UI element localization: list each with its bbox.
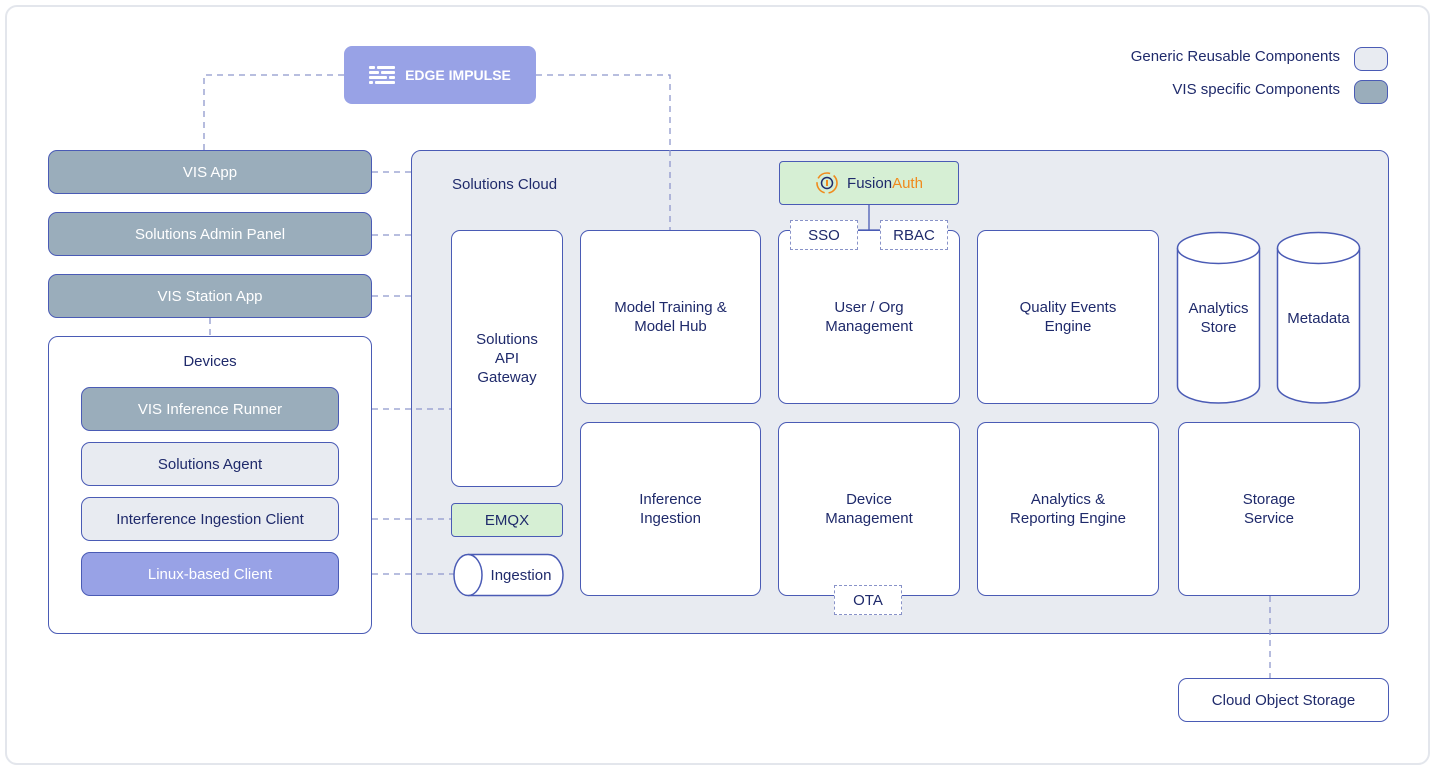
emqx-box: EMQX xyxy=(451,503,563,537)
rbac-box: RBAC xyxy=(880,220,948,250)
ota-box: OTA xyxy=(834,585,902,615)
legend-generic-label: Generic Reusable Components xyxy=(1130,48,1340,65)
fusionauth-logo-icon xyxy=(816,172,838,194)
quality-events-engine-box: Quality Events Engine xyxy=(977,230,1159,404)
metadata-label: Metadata xyxy=(1287,309,1350,327)
fusionauth-box: FusionAuth xyxy=(779,161,959,205)
legend-specific-label: VIS specific Components xyxy=(1172,81,1340,98)
solutions-cloud-title: Solutions Cloud xyxy=(452,176,558,193)
solutions-admin-panel-box: Solutions Admin Panel xyxy=(48,212,372,256)
device-management-box: Device Management xyxy=(778,422,960,596)
inference-ingestion-box: Inference Ingestion xyxy=(580,422,761,596)
solutions-api-gateway-box: Solutions API Gateway xyxy=(451,230,563,487)
model-training-box: Model Training & Model Hub xyxy=(580,230,761,404)
legend-generic-swatch xyxy=(1354,47,1388,71)
interference-ingestion-client-box: Interference Ingestion Client xyxy=(81,497,339,541)
user-org-management-box: User / Org Management xyxy=(778,230,960,404)
vis-inference-runner-box: VIS Inference Runner xyxy=(81,387,339,431)
analytics-store-cylinder xyxy=(1176,231,1261,404)
connector-edge-to-modeltraining xyxy=(536,74,671,230)
solutions-agent-box: Solutions Agent xyxy=(81,442,339,486)
edge-impulse-label: EDGE IMPULSE xyxy=(405,67,511,83)
analytics-store-label: Analytics Store xyxy=(1188,300,1249,336)
edge-impulse-box: EDGE IMPULSE xyxy=(344,46,536,104)
linux-based-client-box: Linux-based Client xyxy=(81,552,339,596)
storage-service-box: Storage Service xyxy=(1178,422,1360,596)
sso-box: SSO xyxy=(790,220,858,250)
vis-app-box: VIS App xyxy=(48,150,372,194)
ingestion-label: Ingestion xyxy=(490,566,552,584)
vis-station-app-box: VIS Station App xyxy=(48,274,372,318)
devices-title: Devices xyxy=(183,353,237,370)
cloud-object-storage-box: Cloud Object Storage xyxy=(1178,678,1389,722)
fusionauth-label-part1: Fusion xyxy=(847,174,893,192)
edge-impulse-logo-icon xyxy=(369,66,396,84)
analytics-reporting-engine-box: Analytics & Reporting Engine xyxy=(977,422,1159,596)
fusionauth-label-part2: Auth xyxy=(892,174,923,192)
metadata-cylinder xyxy=(1276,231,1361,404)
connector-edge-to-visapp xyxy=(203,74,344,150)
ingestion-cylinder xyxy=(453,553,564,597)
legend-specific-swatch xyxy=(1354,80,1388,104)
